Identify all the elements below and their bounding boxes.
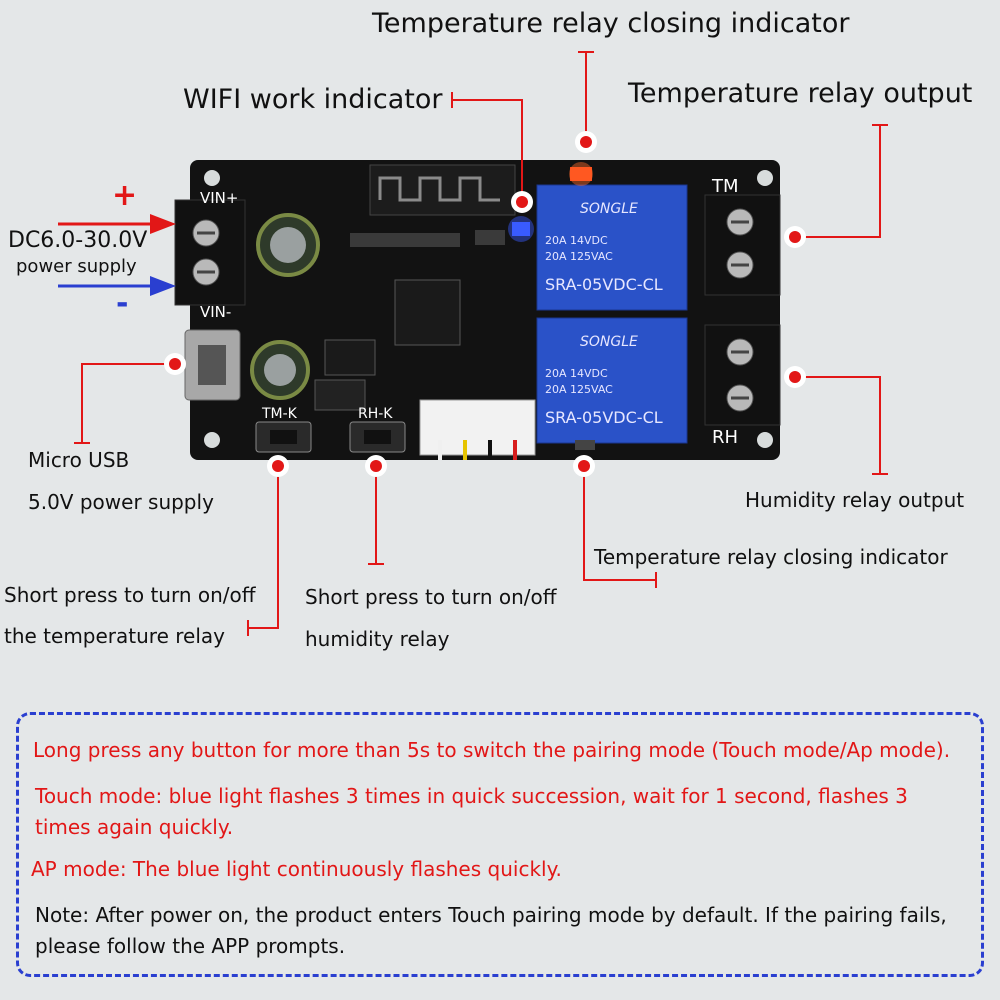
temp-led-glow xyxy=(569,162,593,186)
mount-hole xyxy=(204,170,220,186)
mcu-chip xyxy=(394,279,461,346)
vin-minus-label: VIN- xyxy=(200,303,231,321)
wifi-module xyxy=(369,164,516,216)
tm-key-label: TM-K xyxy=(261,406,298,422)
mount-hole xyxy=(204,432,220,448)
notes-box: Long press any button for more than 5s t… xyxy=(16,712,984,977)
rh-key-label: RH-K xyxy=(358,406,393,422)
vin-plus-label: VIN+ xyxy=(200,189,238,207)
plus-sign: + xyxy=(112,178,138,213)
mount-hole xyxy=(757,170,773,186)
callout-dots xyxy=(164,131,806,477)
tm-button-label-2: the temperature relay xyxy=(4,624,225,648)
capacitor-top xyxy=(264,354,296,386)
temp-led-bottom xyxy=(575,440,595,450)
humidity-relay-output-label: Humidity relay output xyxy=(745,488,965,512)
note-default-mode: Note: After power on, the product enters… xyxy=(35,903,947,958)
temp-led-top xyxy=(570,167,592,181)
tm-key-cap xyxy=(270,430,297,444)
tm-terminal-label: TM xyxy=(711,176,739,197)
note-touch-mode: Touch mode: blue light flashes 3 times i… xyxy=(35,784,908,839)
minus-arrow-head xyxy=(150,276,176,296)
relay-bottom xyxy=(536,317,688,444)
sensor-connector xyxy=(419,399,536,456)
dc-supply-label-2: power supply xyxy=(16,256,137,277)
relay-top-brand: SONGLE xyxy=(580,201,638,217)
mount-hole xyxy=(757,432,773,448)
component-row xyxy=(350,233,460,247)
capacitor-top xyxy=(270,227,306,263)
rh-terminal-label: RH xyxy=(712,427,738,448)
antenna-trace xyxy=(378,176,500,202)
minus-sign: - xyxy=(116,286,129,321)
relay-bottom-brand: SONGLE xyxy=(580,334,638,350)
temp-indicator-bottom-label: Temperature relay closing indicator xyxy=(594,545,948,569)
regulator-chip xyxy=(324,339,376,376)
power-terminal xyxy=(174,199,246,306)
component xyxy=(475,230,505,245)
note-long-press: Long press any button for more than 5s t… xyxy=(33,738,951,762)
rh-button-label-1: Short press to turn on/off xyxy=(305,585,557,609)
relay-bottom-rating-1: 20A 14VDC xyxy=(545,367,608,380)
temp-relay-output-label: Temperature relay output xyxy=(628,78,973,109)
relay-bottom-rating-2: 20A 125VAC xyxy=(545,383,613,396)
temp-indicator-top-label: Temperature relay closing indicator xyxy=(372,8,850,39)
leader-lines xyxy=(74,51,888,636)
wifi-led-glow xyxy=(508,216,534,242)
dc-supply-label-1: DC6.0-30.0V xyxy=(8,228,148,253)
inductor xyxy=(314,379,366,411)
relay-bottom-model: SRA-05VDC-CL xyxy=(545,408,663,427)
relay-top-rating-2: 20A 125VAC xyxy=(545,250,613,263)
micro-usb-label-1: Micro USB xyxy=(28,448,130,472)
note-ap-mode: AP mode: The blue light continuously fla… xyxy=(31,857,562,881)
tm-button-label-1: Short press to turn on/off xyxy=(4,583,256,607)
rh-button-label-2: humidity relay xyxy=(305,627,450,651)
rh-key-cap xyxy=(364,430,391,444)
usb-opening xyxy=(198,345,226,385)
wifi-led xyxy=(512,222,530,236)
relay-top-rating-1: 20A 14VDC xyxy=(545,234,608,247)
micro-usb-label-2: 5.0V power supply xyxy=(28,490,214,514)
relay-top xyxy=(536,184,688,311)
relay-top-model: SRA-05VDC-CL xyxy=(545,275,663,294)
wifi-indicator-label: WIFI work indicator xyxy=(183,84,443,115)
plus-arrow-head xyxy=(150,214,176,234)
